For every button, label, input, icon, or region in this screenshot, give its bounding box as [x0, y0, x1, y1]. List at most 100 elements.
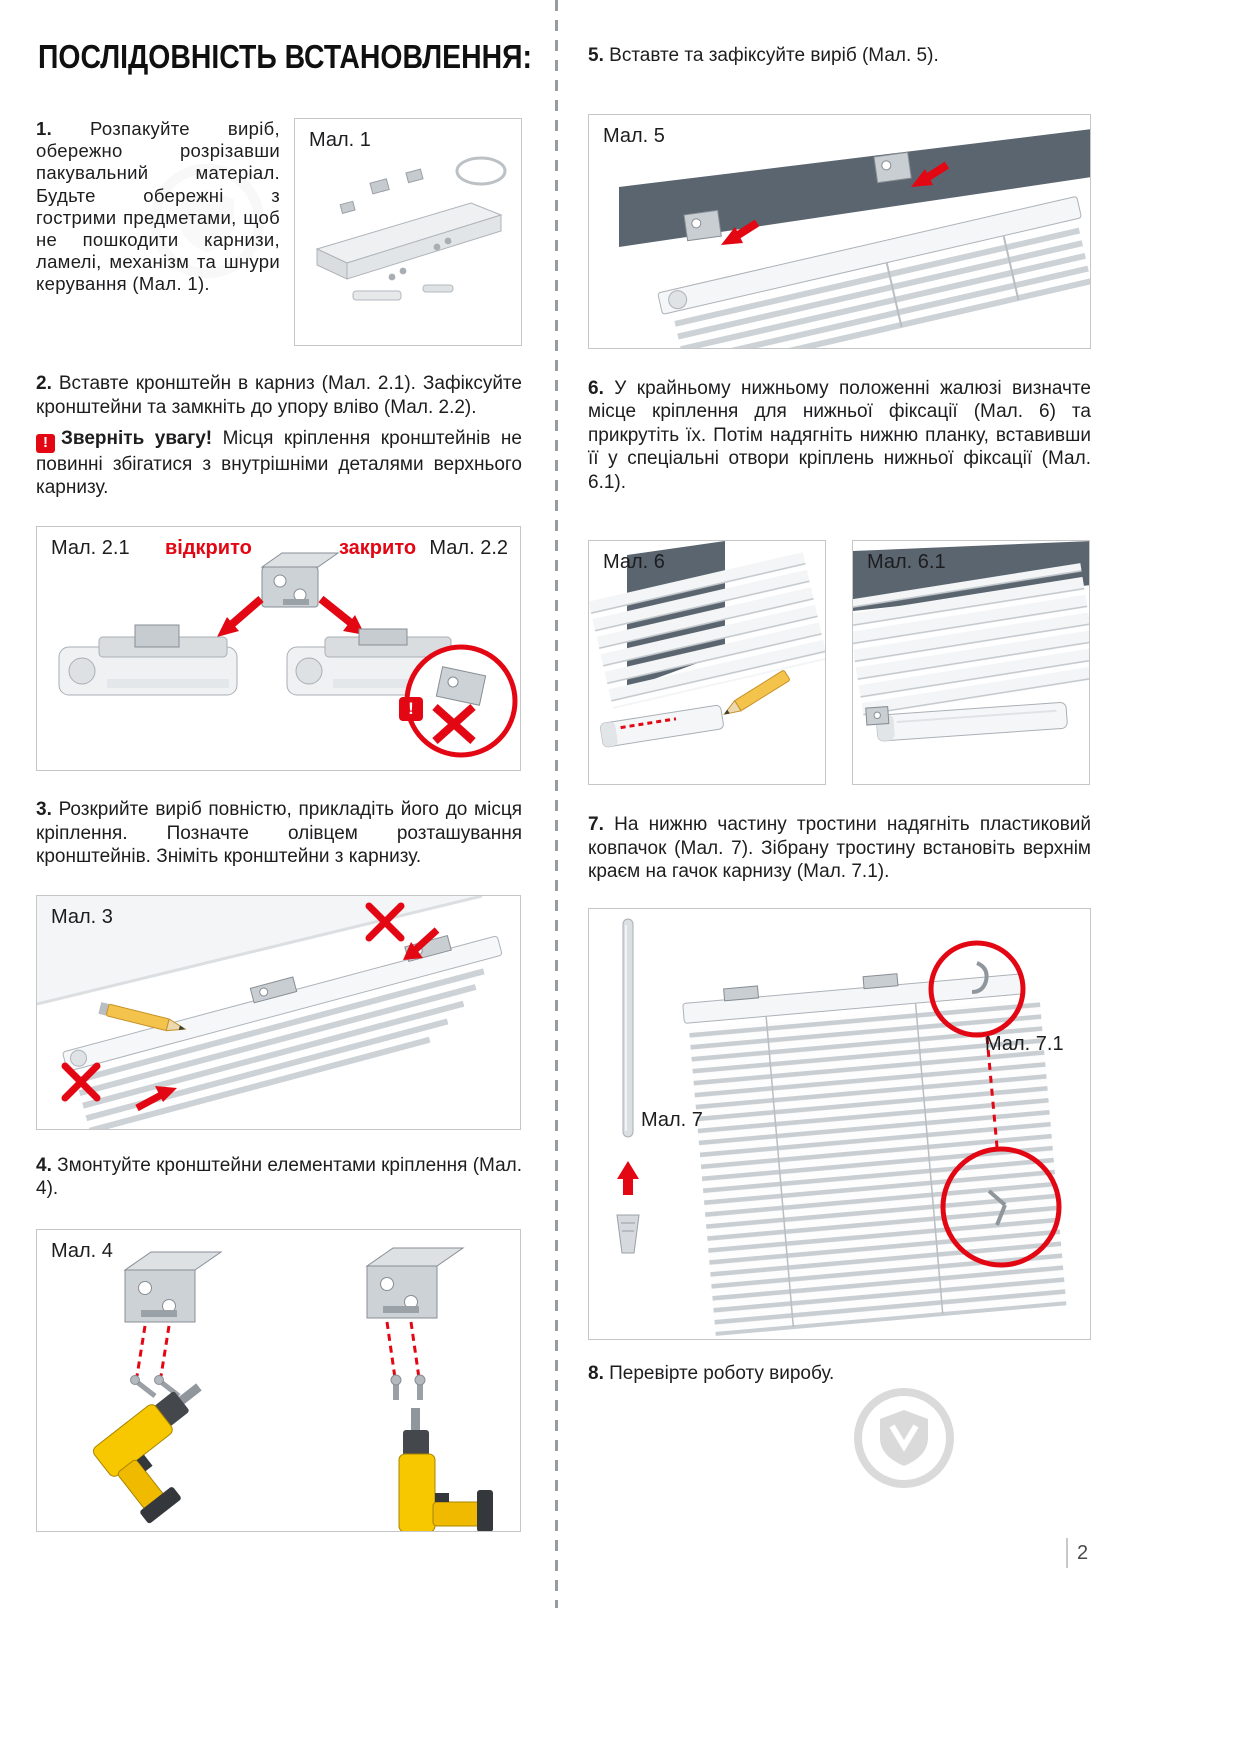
- step-2-number: 2.: [36, 373, 52, 394]
- step-5-number: 5.: [588, 45, 604, 66]
- hook-icon: [971, 961, 989, 994]
- figure-3: Мал. 3: [36, 894, 521, 1130]
- drilling-illustration: [92, 1247, 493, 1531]
- figure-2-2-label: Мал. 2.2: [429, 536, 508, 559]
- state-closed-label: закрито: [339, 536, 417, 559]
- step-6-body: У крайньому нижньому положенні жалюзі ви…: [588, 377, 1091, 493]
- step-7-text: 7. На нижню частину тростини надягніть п…: [588, 813, 1091, 884]
- step-7-number: 7.: [588, 814, 604, 836]
- bracket-icon: [862, 973, 899, 990]
- bracket-icon: [123, 1251, 223, 1323]
- fixation-clip-icon: [865, 706, 890, 726]
- x-mark-icon: [432, 704, 476, 744]
- wand-hook-illustration: [616, 918, 1067, 1336]
- cord-loop-icon: [455, 156, 507, 186]
- screw-icon: [390, 1374, 426, 1400]
- step-2-warning: !Зверніть увагу! Місця кріплення кронште…: [36, 427, 522, 500]
- window-opening: [619, 128, 1090, 247]
- red-arrow-up-icon: [617, 1160, 639, 1195]
- bracket-mount-illustration: [58, 552, 518, 758]
- step-1-text: 1. Розпакуйте виріб, обережно розрізавши…: [36, 118, 280, 346]
- step-5-body: Вставте та зафіксуйте виріб (Мал. 5).: [609, 45, 939, 66]
- bracket-icon: [260, 552, 340, 608]
- page-number-divider: [1066, 1538, 1068, 1568]
- left-column: ПОСЛІДОВНІСТЬ ВСТАНОВЛЕННЯ: 1. Розпакуйт…: [36, 28, 532, 1532]
- figure-6-1: Мал. 6.1: [852, 540, 1090, 786]
- column-divider: [555, 0, 558, 1608]
- step-2-body: Вставте кронштейн в карниз (Мал. 2.1). З…: [36, 373, 522, 418]
- bottom-fixation-mark-illustration: [589, 541, 825, 748]
- figure-1-label: Мал. 1: [309, 129, 371, 151]
- red-arrow-right-icon: [318, 595, 365, 635]
- warning-body: Місця кріплення кронштейнів не повинні з…: [36, 428, 522, 499]
- step-6-number: 6.: [588, 377, 604, 399]
- wand-illustration: [622, 918, 634, 1138]
- wand-attach-icon: [987, 1189, 1007, 1226]
- wand-attach-highlight-circle: [940, 1146, 1062, 1268]
- step-3-text: 3. Розкрийте виріб повністю, прикладіть …: [36, 798, 522, 869]
- blinds-illustration: [657, 195, 1090, 348]
- figure-6-row: Мал. 6: [588, 540, 1091, 786]
- figure-4: Мал. 4: [36, 1228, 521, 1532]
- figure-3-label: Мал. 3: [51, 905, 113, 928]
- figure-7-label: Мал. 7: [641, 1108, 703, 1131]
- step-8-body: Перевірте роботу виробу.: [609, 1362, 835, 1384]
- figure-6-label: Мал. 6: [603, 551, 665, 574]
- page-number: 2: [1077, 1541, 1089, 1564]
- bracket-icon: [365, 1247, 465, 1319]
- bracket-part-icon: [369, 178, 390, 195]
- bottom-fixation-done-illustration: [853, 541, 1089, 742]
- step-7-body: На нижню частину тростини надягніть плас…: [588, 814, 1092, 883]
- watermark-logo-faint: [149, 163, 265, 279]
- right-column: 5. Вставте та зафіксуйте виріб (Мал. 5).…: [588, 44, 1091, 1385]
- figure-6-1-label: Мал. 6.1: [867, 551, 946, 574]
- step-1-body: Розпакуйте виріб, обережно розрізавши па…: [36, 118, 280, 295]
- step-4-number: 4.: [36, 1154, 52, 1176]
- step-3-body: Розкрийте виріб повністю, прикладіть йог…: [36, 798, 523, 868]
- page-title: ПОСЛІДОВНІСТЬ ВСТАНОВЛЕННЯ:: [38, 38, 532, 75]
- bottom-rail: [865, 702, 1068, 742]
- figure-4-label: Мал. 4: [51, 1239, 113, 1262]
- figure-5: Мал. 5: [588, 113, 1091, 349]
- figure-7-1-label: Мал. 7.1: [985, 1032, 1064, 1055]
- alert-icon: !: [36, 433, 55, 453]
- step-5-text: 5. Вставте та зафіксуйте виріб (Мал. 5).: [588, 44, 1091, 68]
- bracket-part-icon: [339, 200, 356, 214]
- slats: [853, 563, 1089, 718]
- red-arrow-icon: [721, 219, 760, 245]
- red-dashed-connector: [985, 1036, 999, 1148]
- alert-icon: !: [399, 696, 423, 721]
- red-arrow-left-icon: [217, 595, 264, 637]
- bracket-part-icon: [405, 168, 424, 184]
- step-4-body: Змонтуйте кронштейни елементами кріпленн…: [36, 1154, 522, 1200]
- bracket-icon: [249, 975, 298, 1004]
- pencil-icon: [723, 670, 790, 716]
- step-1-number: 1.: [36, 118, 53, 139]
- marking-illustration: [37, 895, 503, 1129]
- wrong-mount-highlight: [404, 644, 518, 758]
- step-8-text: 8. Перевірте роботу виробу.: [588, 1362, 1091, 1386]
- drill-icon: [398, 1407, 493, 1531]
- red-arrow-icon: [403, 927, 440, 960]
- slats: [589, 550, 825, 710]
- x-mark-icon: [61, 1062, 101, 1102]
- slats: [688, 998, 1067, 1336]
- bottom-rail: [600, 705, 724, 748]
- watermark-logo: [854, 1388, 954, 1488]
- step-6-text: 6. У крайньому нижньому положенні жалюзі…: [588, 377, 1091, 495]
- step-4-text: 4. Змонтуйте кронштейни елементами кріпл…: [36, 1154, 522, 1201]
- pencil-icon: [98, 1001, 187, 1031]
- bracket-icon: [873, 151, 912, 183]
- figure-6: Мал. 6: [588, 540, 826, 786]
- blinds-illustration: [682, 973, 1067, 1336]
- drill-guide-lines: [135, 1325, 171, 1376]
- figure-2: Мал. 2.1 відкрито закрито Мал. 2.2 !: [36, 525, 521, 771]
- bracket-icon: [683, 209, 722, 241]
- step-8-number: 8.: [588, 1362, 604, 1384]
- figure-1: Мал. 1: [294, 118, 522, 346]
- x-mark-icon: [365, 902, 405, 942]
- step-2-text: 2. Вставте кронштейн в карниз (Мал. 2.1)…: [36, 372, 522, 419]
- figure-7: Мал. 7 Мал. 7.1: [588, 907, 1091, 1340]
- headrail-insert-illustration: [619, 128, 1090, 348]
- figure-2-1-label: Мал. 2.1: [51, 536, 130, 559]
